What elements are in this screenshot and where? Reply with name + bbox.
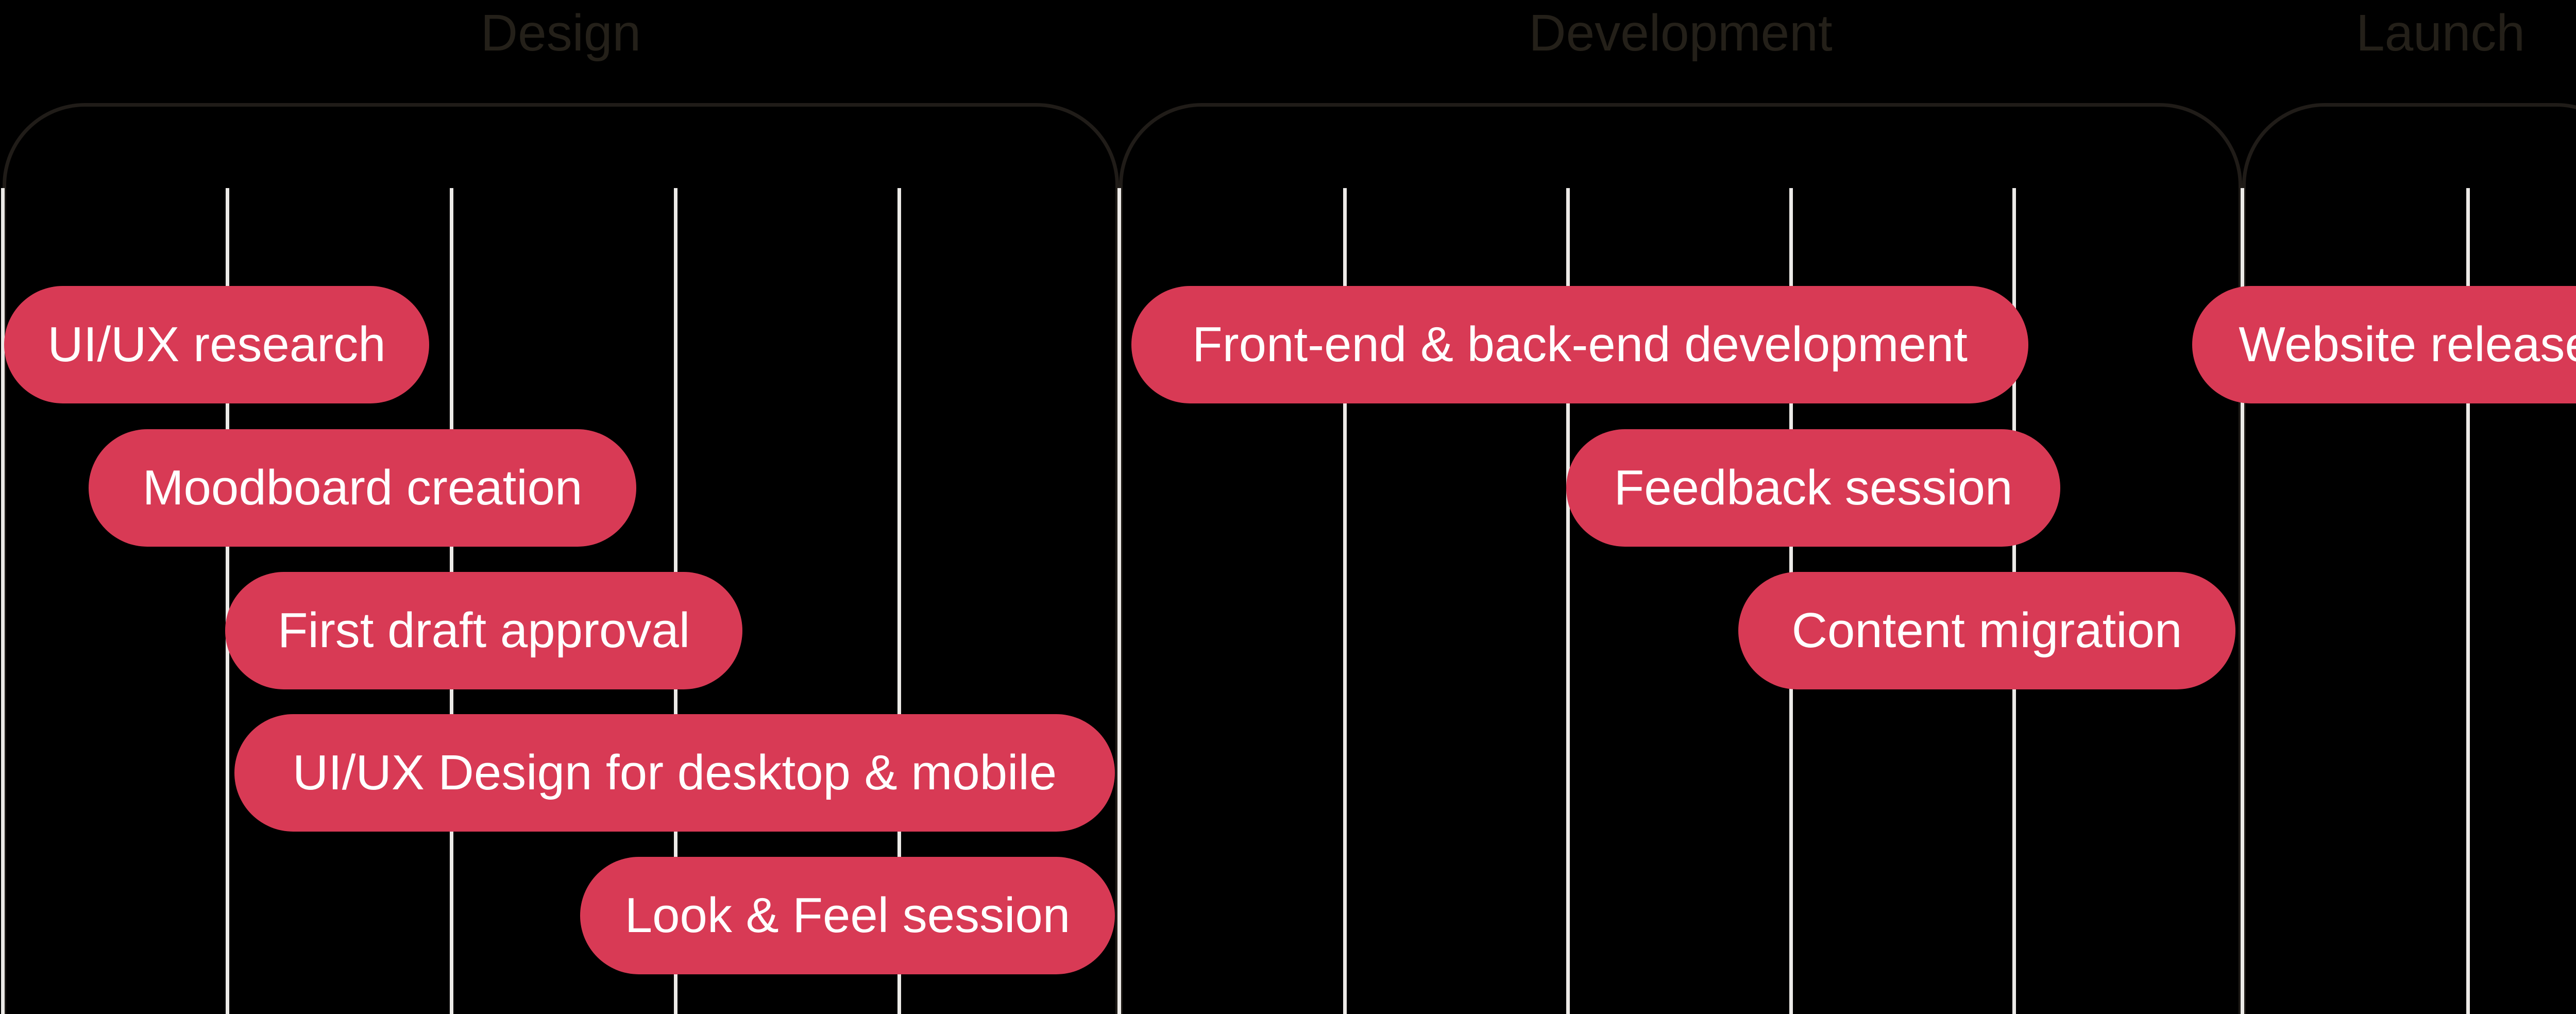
week-gridline-6: [1117, 188, 1121, 1014]
week-gridline-8: [1566, 188, 1570, 1014]
week-gridline-2: [226, 188, 229, 1014]
week-gridline-11: [2241, 188, 2244, 1014]
week-gridline-7: [1343, 188, 1347, 1014]
task-pill-content-migration[interactable]: Content migration: [1738, 572, 2235, 689]
phase-header-development: Development: [1529, 4, 1833, 62]
task-pill-moodboard-creation[interactable]: Moodboard creation: [89, 429, 636, 547]
task-pill-look-feel-session[interactable]: Look & Feel session: [580, 857, 1115, 974]
week-gridline-12: [2466, 188, 2470, 1014]
phase-header-launch: Launch: [2355, 4, 2526, 62]
phase-band-development: [1119, 103, 2242, 1014]
week-gridline-1: [1, 188, 5, 1014]
week-gridline-5: [897, 188, 901, 1014]
task-pill-website-release[interactable]: Website release: [2192, 286, 2576, 403]
phase-header-design: Design: [480, 4, 641, 62]
task-pill-first-draft-approval[interactable]: First draft approval: [225, 572, 742, 689]
phase-band-launch: [2242, 103, 2576, 1014]
task-pill-front-end-back-end-development[interactable]: Front-end & back-end development: [1131, 286, 2028, 403]
task-pill-ui-ux-research[interactable]: UI/UX research: [4, 286, 429, 403]
task-pill-feedback-session[interactable]: Feedback session: [1566, 429, 2060, 547]
task-pill-ui-ux-design-for-desktop-mobile[interactable]: UI/UX Design for desktop & mobile: [234, 714, 1115, 832]
